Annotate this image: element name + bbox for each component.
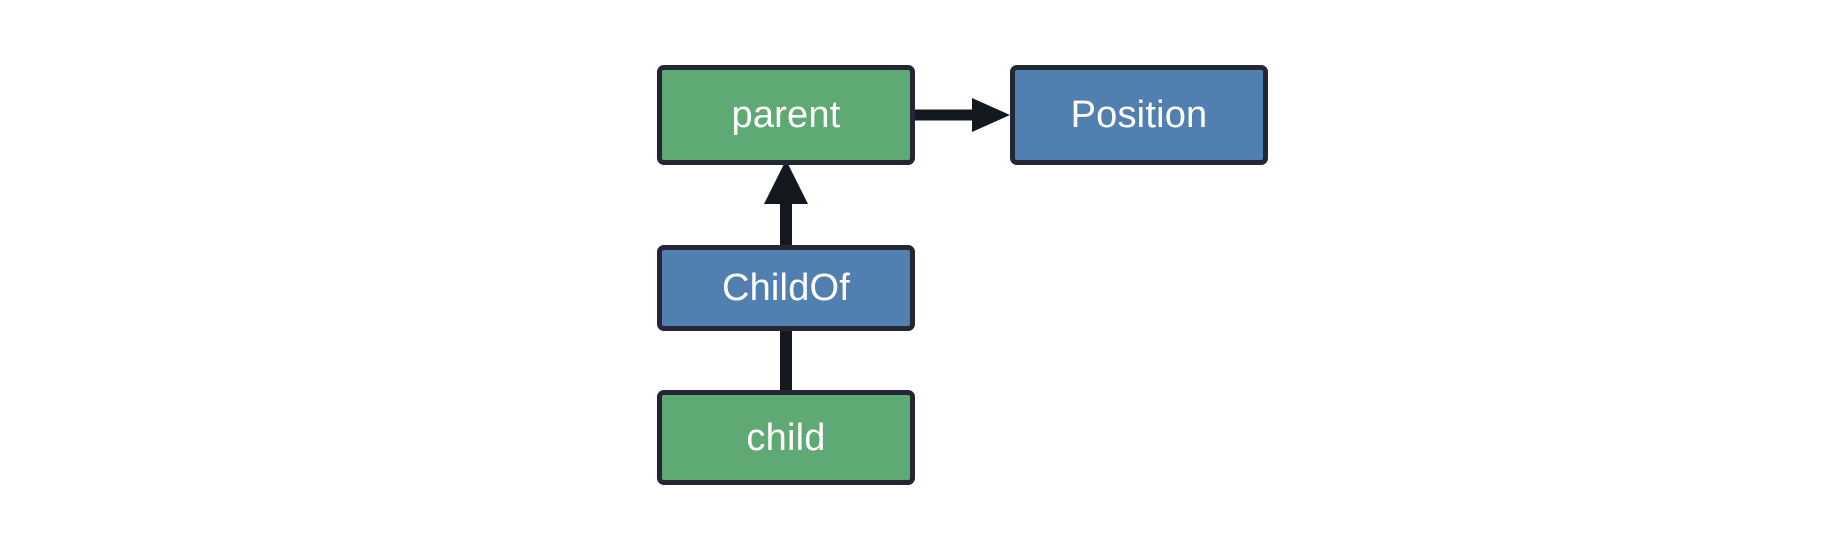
edge-child-to-childof [760, 326, 812, 396]
node-child[interactable]: child [657, 390, 915, 485]
node-child-label: child [746, 416, 826, 459]
node-parent-label: parent [731, 94, 841, 136]
edge-parent-to-position [910, 95, 1018, 135]
node-parent[interactable]: parent [657, 65, 915, 165]
node-position[interactable]: Position [1010, 65, 1268, 165]
arrowhead-right-icon [972, 98, 1010, 132]
node-position-label: Position [1070, 94, 1208, 136]
node-childof-label: ChildOf [721, 267, 851, 309]
arrowhead-up-icon [764, 160, 808, 204]
edge-childof-to-parent [760, 158, 812, 250]
node-childof[interactable]: ChildOf [657, 245, 915, 331]
